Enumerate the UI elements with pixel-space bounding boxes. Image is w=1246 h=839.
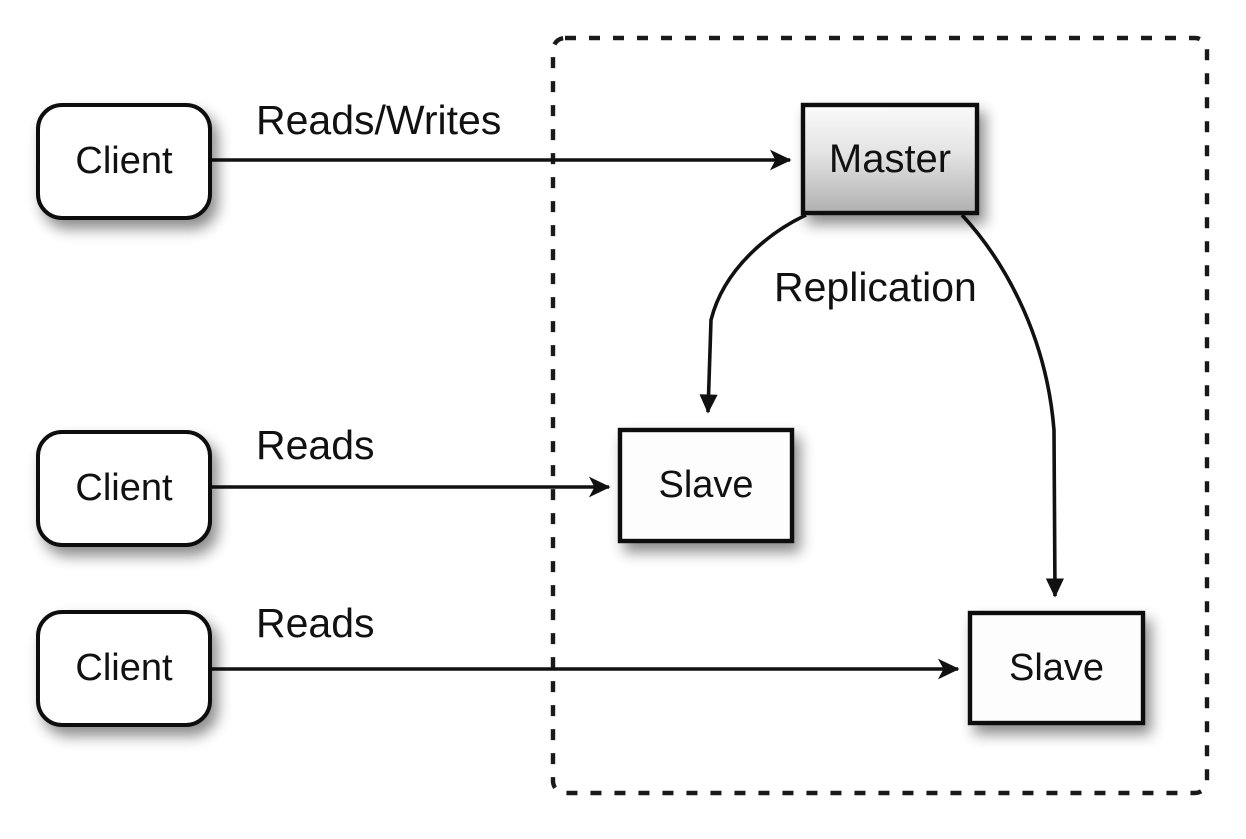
node-slave-2[interactable] (967, 610, 1146, 726)
edge-label-replication: Replication (774, 264, 977, 310)
edge-label-reads-slave1: Reads (256, 422, 375, 468)
edge-label-reads-slave2: Reads (256, 600, 375, 646)
edge-master-to-slave2-replication (960, 213, 1064, 598)
edge-master-to-slave1-replication (699, 213, 807, 414)
node-master[interactable] (800, 102, 980, 216)
node-client-1[interactable] (36, 103, 212, 220)
node-slave-1[interactable] (617, 427, 795, 544)
node-client-2[interactable] (36, 430, 212, 547)
node-client-3[interactable] (36, 610, 212, 727)
edge-label-reads-writes: Reads/Writes (256, 97, 502, 143)
database-cluster-boundary (550, 35, 1210, 796)
